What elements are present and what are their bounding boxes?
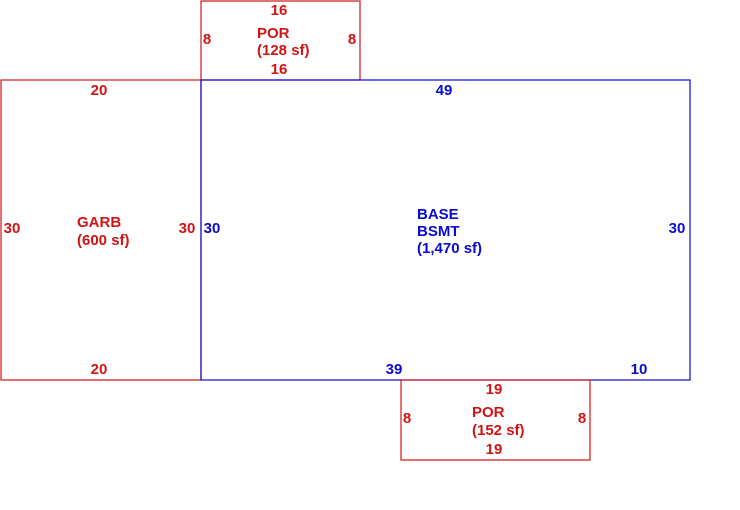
base-label: BASE (417, 206, 459, 223)
garage-dim-right: 30 (179, 220, 196, 237)
porch-top-dim-left: 8 (203, 31, 211, 48)
garage-area: 20 30 30 20 GARB (600 sf) (0, 79, 202, 381)
porch-bottom-area-value: (152 sf) (472, 422, 525, 439)
porch-top-dim-top: 16 (271, 2, 288, 19)
garage-label: GARB (77, 214, 121, 231)
base-dim-bottom-right: 10 (631, 361, 648, 378)
porch-bottom-area: 19 8 8 19 POR (152 sf) (400, 379, 591, 461)
porch-top-area: 16 8 8 16 POR (128 sf) (200, 0, 361, 81)
porch-top-area-value: (128 sf) (257, 42, 310, 59)
base-dim-left: 30 (204, 220, 221, 237)
base-dim-right: 30 (669, 220, 686, 237)
garage-dim-top: 20 (91, 82, 108, 99)
base-dim-bottom-left: 39 (386, 361, 403, 378)
porch-bottom-dim-bottom: 19 (486, 441, 503, 458)
garage-dim-bottom: 20 (91, 361, 108, 378)
base-sublabel: BSMT (417, 223, 460, 240)
porch-bottom-label: POR (472, 404, 505, 421)
garage-dim-left: 30 (4, 220, 21, 237)
base-basement-area: 49 30 30 39 10 BASE BSMT (1,470 sf) (200, 79, 691, 381)
porch-top-label: POR (257, 25, 290, 42)
porch-top-dim-right: 8 (348, 31, 356, 48)
porch-bottom-dim-top: 19 (486, 381, 503, 398)
base-dim-top: 49 (436, 82, 453, 99)
porch-bottom-dim-right: 8 (578, 410, 586, 427)
base-area-value: (1,470 sf) (417, 240, 482, 257)
garage-area-value: (600 sf) (77, 232, 130, 249)
porch-bottom-outline (400, 379, 591, 461)
porch-top-dim-bottom: 16 (271, 61, 288, 78)
porch-bottom-dim-left: 8 (403, 410, 411, 427)
